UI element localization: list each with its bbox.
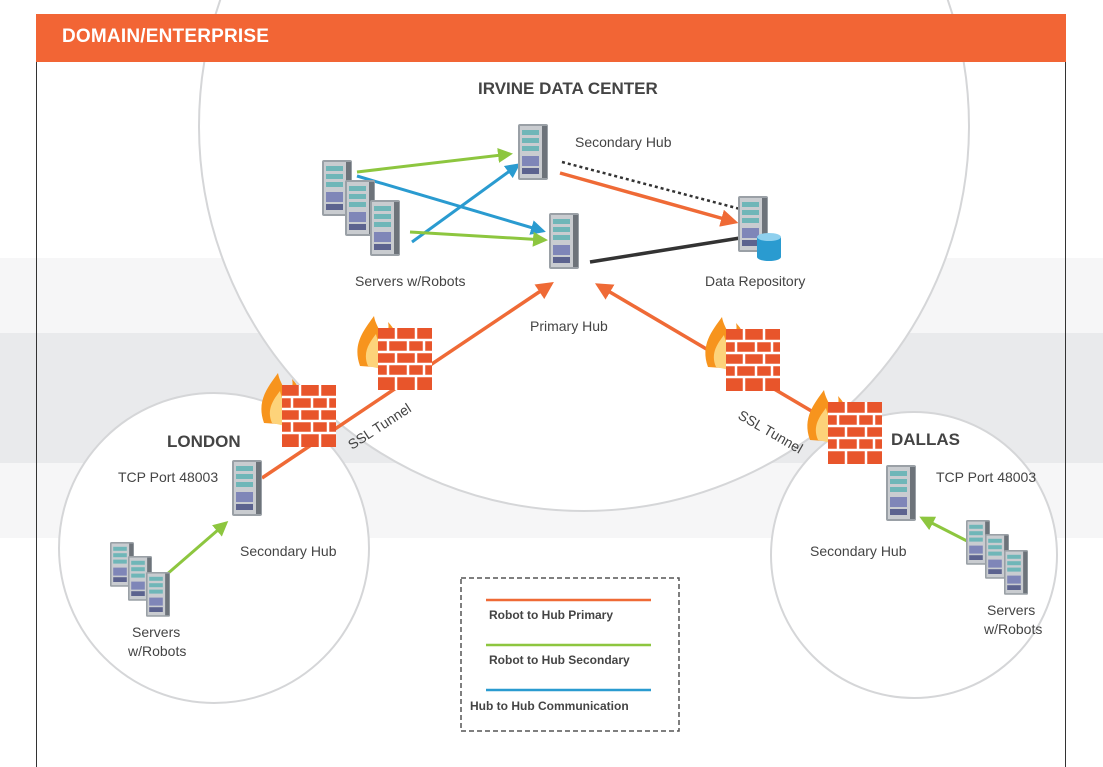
link-servers-to-secondary-blue bbox=[411, 163, 521, 244]
legend-box bbox=[460, 577, 680, 732]
london-server-3 bbox=[146, 572, 170, 617]
link-secondary-to-repository bbox=[559, 171, 739, 227]
header-title: DOMAIN/ENTERPRISE bbox=[62, 26, 270, 47]
link-servers-to-secondary-green bbox=[356, 147, 513, 174]
irvine-secondary-hub bbox=[518, 124, 548, 180]
data-repository-label: Data Repository bbox=[705, 273, 805, 289]
irvine-primary-hub bbox=[549, 213, 579, 269]
london-title: LONDON bbox=[167, 432, 241, 451]
link-london-servers-to-hub bbox=[157, 521, 229, 584]
london-circle bbox=[58, 392, 370, 704]
database-icon bbox=[757, 233, 781, 261]
legend-label-hub: Hub to Hub Communication bbox=[470, 699, 629, 713]
irvine-secondary-hub-label: Secondary Hub bbox=[575, 134, 672, 150]
dallas-secondary-hub bbox=[886, 465, 916, 521]
irvine-servers-label: Servers w/Robots bbox=[355, 273, 465, 289]
dallas-secondary-hub-label: Secondary Hub bbox=[810, 543, 907, 559]
dallas-servers-label-line2: w/Robots bbox=[983, 621, 1042, 637]
link-secondary-to-repository-dotted bbox=[561, 160, 745, 212]
header-bar: DOMAIN/ENTERPRISE bbox=[36, 14, 1066, 62]
link-dallas-servers-to-hub bbox=[919, 516, 970, 544]
london-servers-label-line2: w/Robots bbox=[127, 643, 186, 659]
dallas-port-label: TCP Port 48003 bbox=[936, 469, 1036, 485]
london-servers-label: Servers bbox=[132, 624, 180, 640]
legend: Robot to Hub Primary Robot to Hub Second… bbox=[460, 577, 680, 732]
link-servers-to-primary-green bbox=[409, 230, 548, 247]
irvine-title: IRVINE DATA CENTER bbox=[478, 79, 658, 98]
dallas-servers-label: Servers bbox=[987, 602, 1035, 618]
enterprise-frame bbox=[36, 14, 1066, 767]
london-port-label: TCP Port 48003 bbox=[118, 469, 218, 485]
dallas-circle bbox=[770, 411, 1058, 699]
legend-label-secondary: Robot to Hub Secondary bbox=[489, 653, 630, 667]
london-secondary-hub bbox=[232, 460, 262, 516]
irvine-server-3 bbox=[370, 200, 400, 256]
london-secondary-hub-label: Secondary Hub bbox=[240, 543, 337, 559]
legend-label-primary: Robot to Hub Primary bbox=[489, 608, 613, 622]
dallas-title: DALLAS bbox=[891, 430, 960, 449]
link-primary-to-repository bbox=[589, 236, 741, 264]
dallas-server-3 bbox=[1004, 550, 1028, 595]
link-servers-to-primary-blue bbox=[356, 174, 546, 235]
primary-hub-label: Primary Hub bbox=[530, 318, 608, 334]
